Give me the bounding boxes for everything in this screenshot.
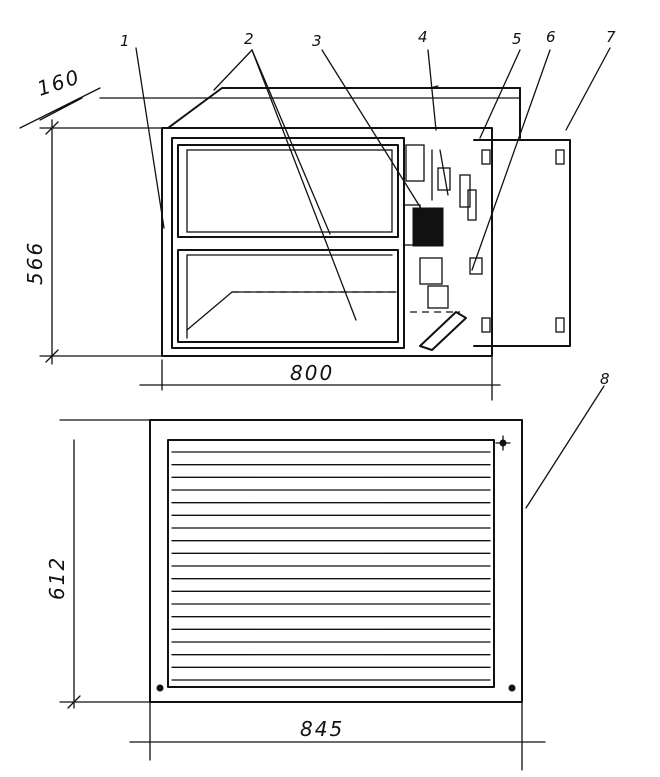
dim-depth: 160 <box>34 64 83 100</box>
grille-slats <box>171 451 491 681</box>
dimension-lines-bottom <box>59 419 546 771</box>
callout-7: 7 <box>606 28 616 46</box>
callout-8: 8 <box>600 370 610 388</box>
dim-height-top: 566 <box>23 241 47 285</box>
dim-width-bottom: 845 <box>300 717 344 741</box>
callout-leaders <box>135 47 611 509</box>
screw-bottom-right <box>508 684 516 692</box>
callout-4: 4 <box>418 28 428 46</box>
cabinet-view <box>161 85 571 357</box>
callout-6: 6 <box>546 28 556 46</box>
dimension-lines-top <box>19 87 521 401</box>
screw-bottom-left <box>156 684 164 692</box>
grille-panel <box>149 419 523 703</box>
callout-3: 3 <box>312 32 322 50</box>
callout-1: 1 <box>120 32 130 50</box>
dim-height-bottom: 612 <box>45 556 69 600</box>
callout-2: 2 <box>244 30 254 48</box>
dim-width-top: 800 <box>290 361 334 385</box>
callout-5: 5 <box>512 30 522 48</box>
